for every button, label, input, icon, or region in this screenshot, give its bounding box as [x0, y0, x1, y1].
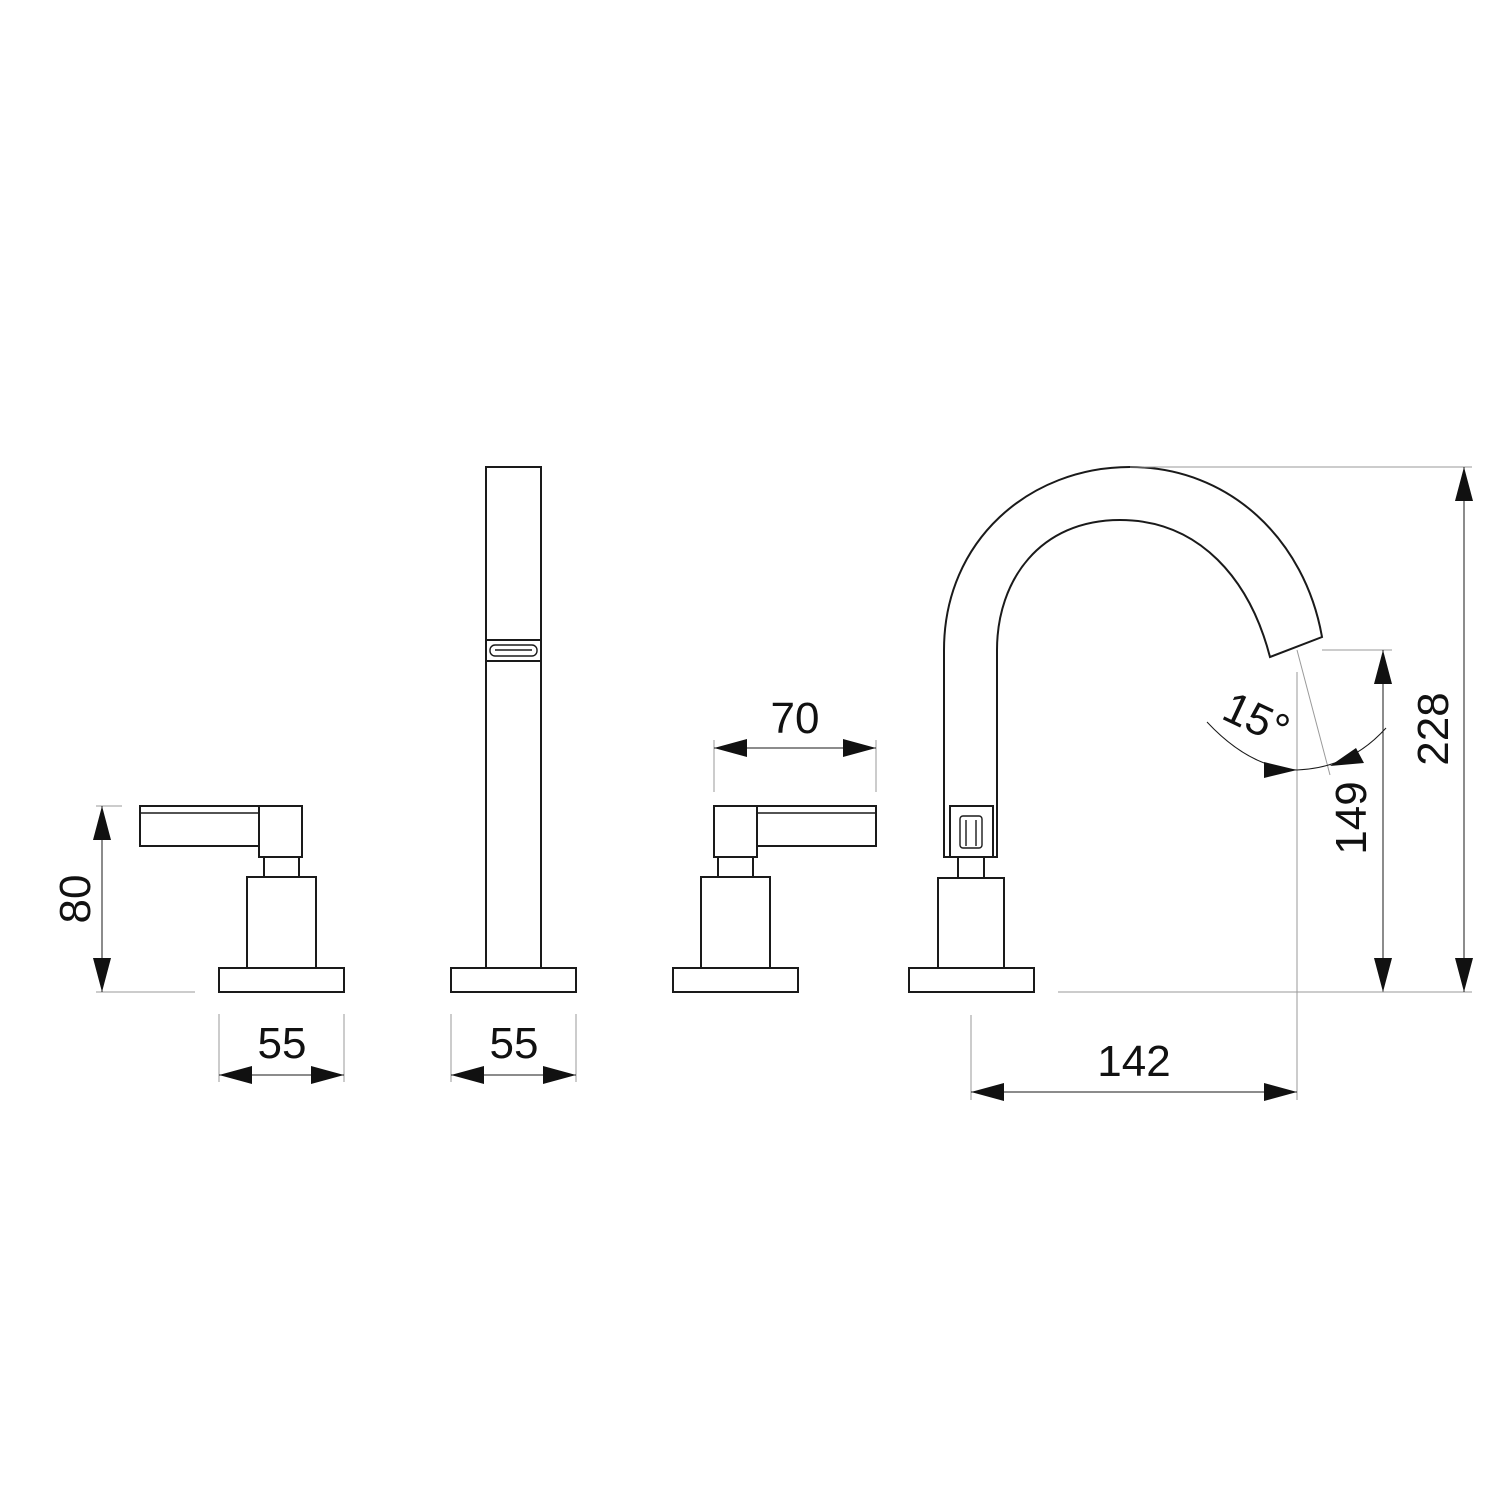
hand-shower-base-plate [450, 967, 577, 993]
dimension-label-149: 149 [1327, 781, 1376, 854]
left-valve-base-plate [218, 967, 345, 993]
spout-body [937, 877, 1005, 969]
dimension-handle-height: 80 [51, 805, 195, 993]
dimension-total-height: 228 [1058, 466, 1473, 993]
left-valve-body [246, 876, 317, 969]
dimension-shower-base-width: 55 [450, 1014, 577, 1084]
dimension-spout-reach: 142 [970, 672, 1298, 1101]
spout-diverter-slot [959, 815, 983, 849]
left-valve-stem [263, 855, 300, 878]
dimension-label-142: 142 [1097, 1037, 1170, 1086]
spout-collar [957, 854, 985, 879]
right-valve-stem [717, 855, 754, 878]
dimension-outlet-height: 149 [1322, 649, 1392, 992]
right-valve [672, 805, 877, 993]
hand-shower-spray-face [489, 644, 538, 657]
dimension-handle-length: 70 [713, 694, 877, 792]
spout-diverter-knob [949, 805, 994, 858]
dimension-label-55-left: 55 [258, 1019, 307, 1068]
left-valve [139, 805, 345, 993]
right-valve-body [700, 876, 771, 969]
hand-shower-handle [485, 466, 542, 969]
dimension-left-base-width: 55 [218, 1014, 345, 1084]
spout-gooseneck [943, 465, 1324, 858]
dimension-label-15deg: 15° [1216, 683, 1297, 756]
dimension-label-70: 70 [771, 694, 820, 743]
right-valve-lever-hub [713, 805, 758, 858]
spout-base-plate [908, 967, 1035, 993]
hand-shower [450, 466, 577, 993]
dimension-label-228: 228 [1409, 692, 1458, 765]
right-valve-base-plate [672, 967, 799, 993]
dimension-label-80: 80 [51, 875, 100, 924]
spout [908, 465, 1324, 993]
dimension-label-55-shower: 55 [490, 1019, 539, 1068]
left-valve-lever-hub [258, 805, 303, 858]
